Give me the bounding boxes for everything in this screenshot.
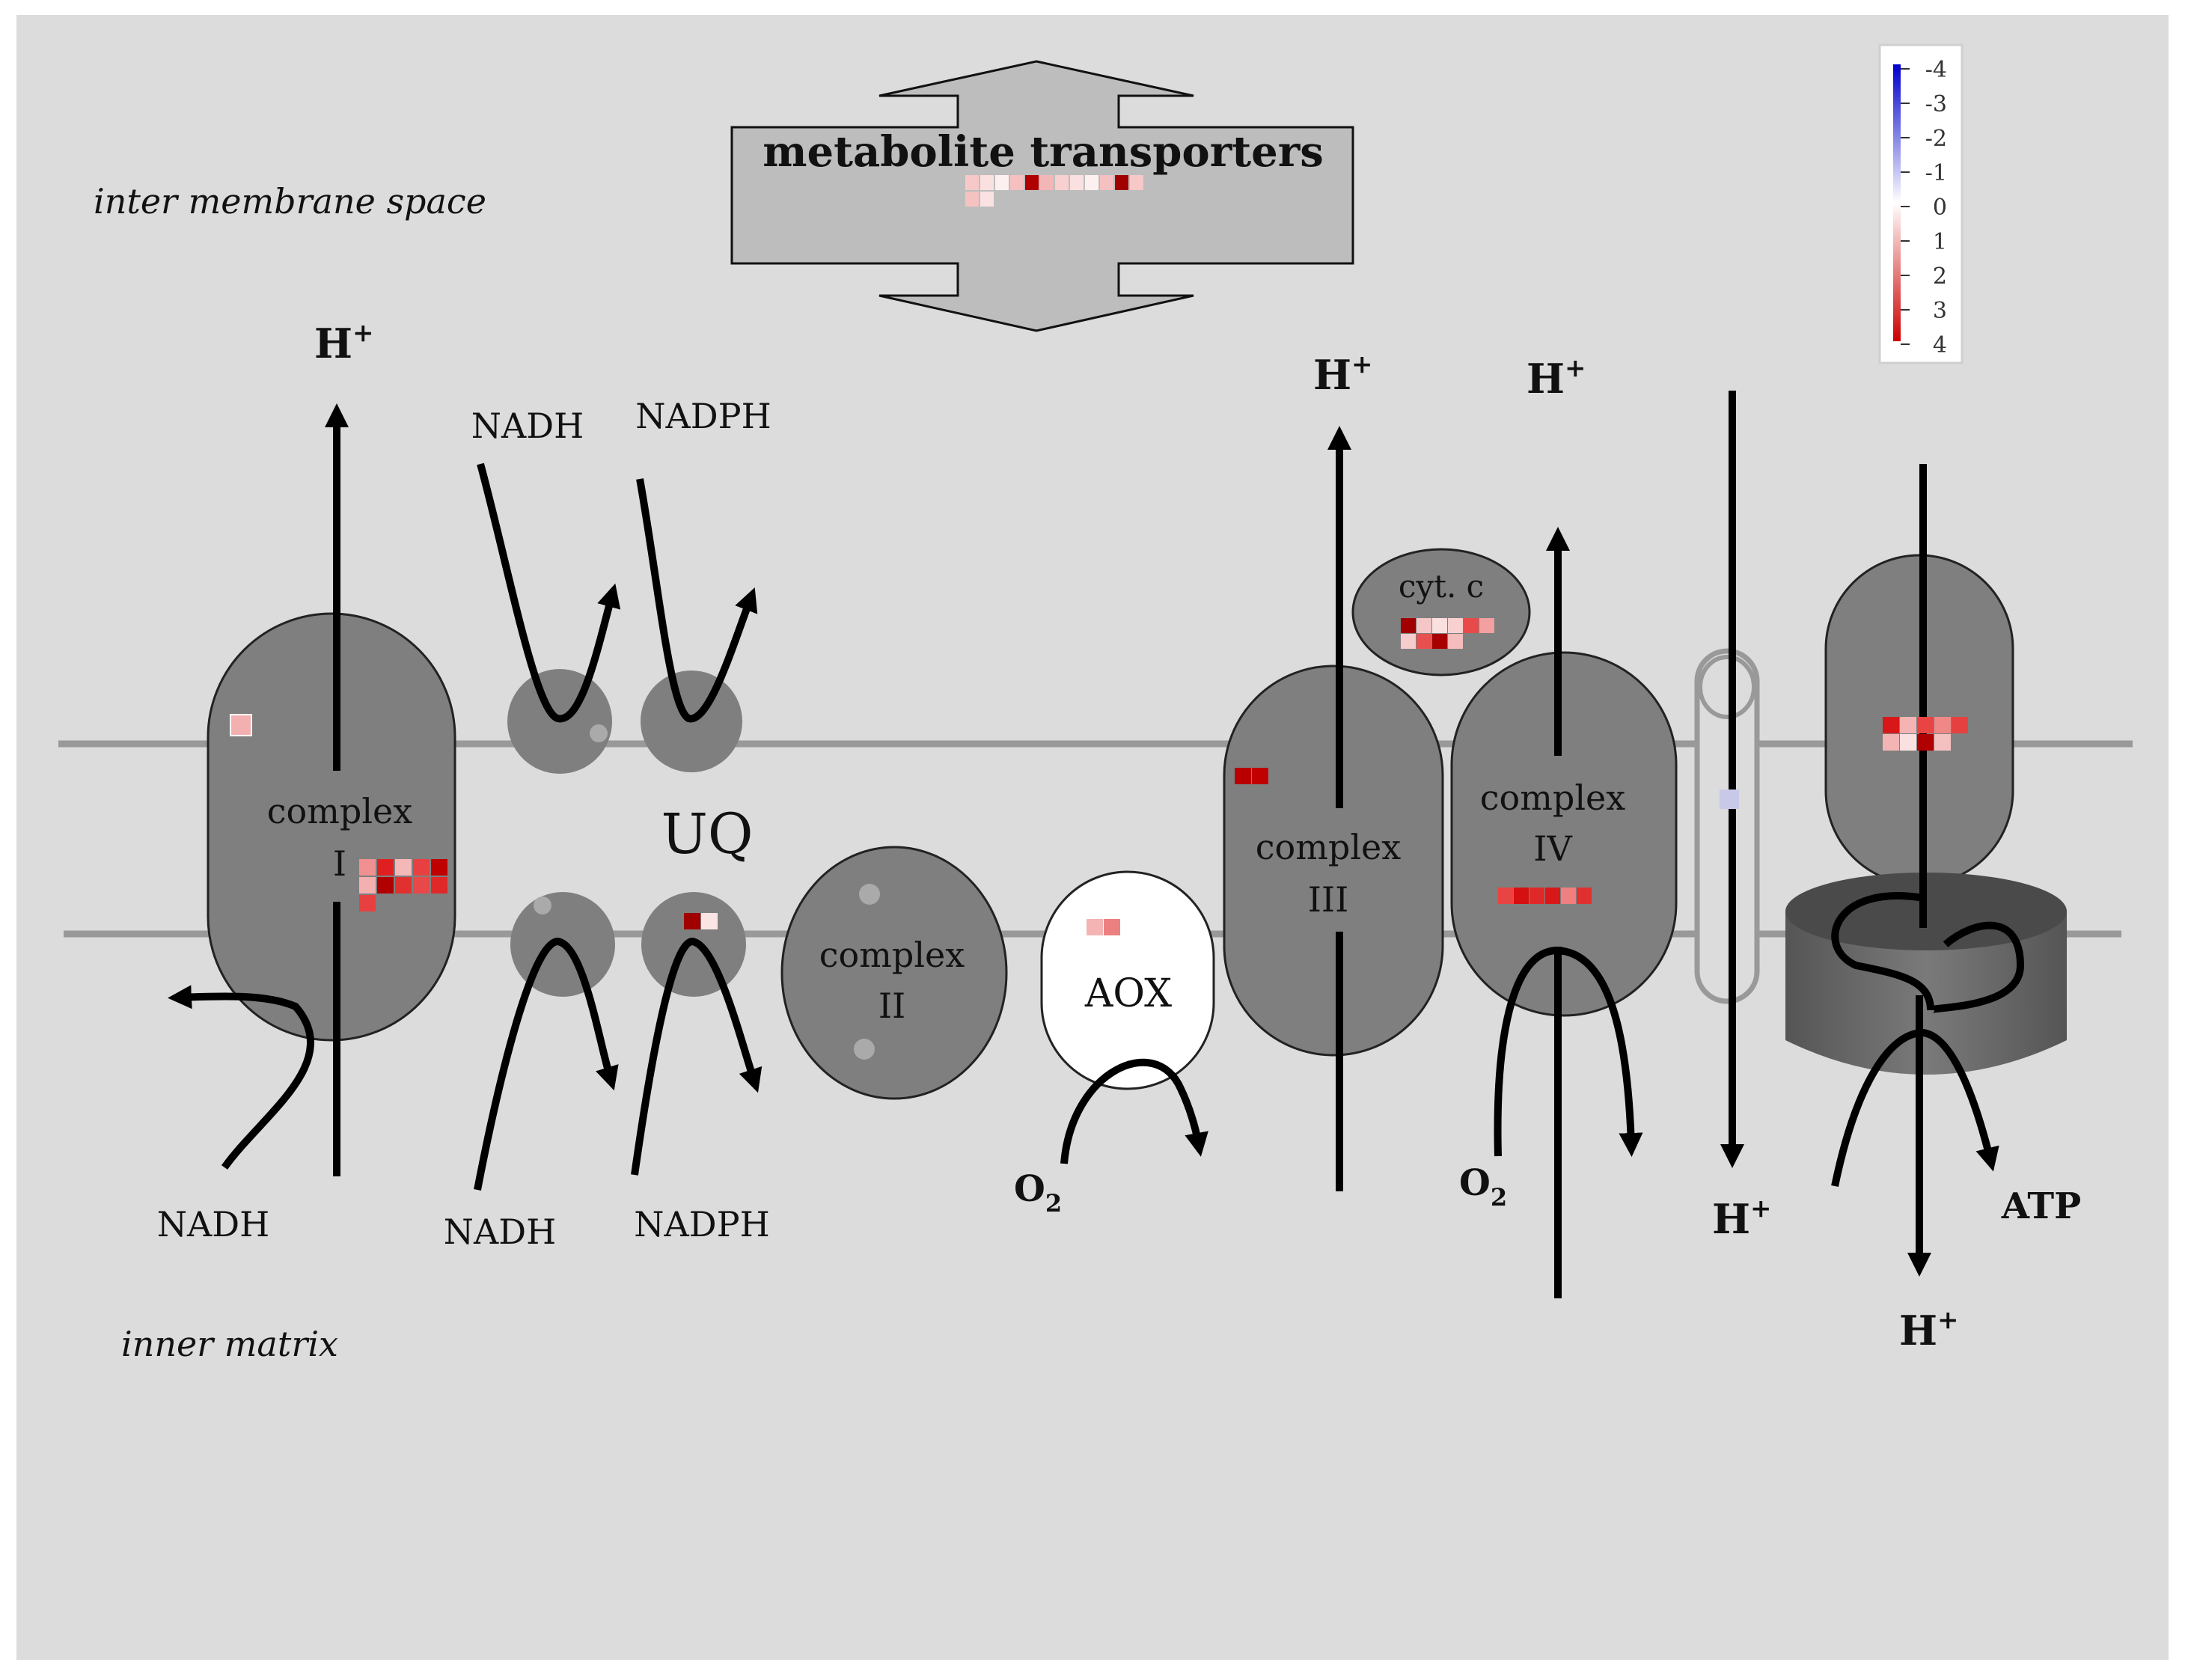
nadh-top-label: NADH: [471, 406, 584, 446]
nadph-top-label: NADPH: [635, 396, 771, 436]
proton-channel: [1694, 648, 1760, 1004]
heatmap-channel: [1720, 789, 1739, 809]
complex-ii-number: II: [878, 986, 905, 1026]
color-scale-legend: -4 -3 -2 -1 0 1 2 3 4: [1878, 43, 1964, 364]
uq-dot: [534, 896, 551, 914]
svg-text:H+: H+: [1313, 349, 1373, 399]
heatmap-complex-iv: [1498, 888, 1592, 904]
atp-label: ATP: [2001, 1185, 2081, 1227]
atp-synthase-atp-arrow: [1831, 1028, 1999, 1188]
intermembrane-space-label: inter membrane space: [94, 181, 486, 222]
transporter-double-arrow: [730, 60, 1354, 332]
proton-label-complex-iv: H+: [1527, 353, 1586, 403]
complex-iv-name: complex: [1480, 778, 1625, 818]
legend-tick-label: -3: [1925, 91, 1947, 117]
proton-channel-top: [1698, 655, 1756, 719]
legend-tick-label: 4: [1933, 332, 1947, 358]
aox-body: [1040, 870, 1215, 1090]
heatmap-transporters: [965, 175, 1143, 207]
uq-label: UQ: [661, 802, 753, 867]
cyt-c-body: [1351, 548, 1531, 676]
heatmap-complex-iii: [1235, 768, 1268, 784]
svg-text:H+: H+: [314, 318, 374, 367]
legend-tick-label: -1: [1925, 160, 1947, 186]
legend-tick-label: 0: [1933, 195, 1947, 221]
heatmap-atp-synthase: [1883, 717, 1968, 751]
legend-gradient-bar: [1893, 64, 1901, 341]
complex-iv-oxygen-arrow: [1494, 946, 1643, 1157]
legend-tick-label: -4: [1925, 57, 1947, 83]
heatmap-cyt-c: [1401, 618, 1494, 649]
nadh-bottom-left-label: NADH: [157, 1204, 269, 1244]
aox-label: AOX: [1084, 971, 1172, 1016]
complex-ii-body: [780, 846, 1008, 1100]
svg-text:O2: O2: [1014, 1168, 1062, 1218]
oxygen-label-aox: O2: [1014, 1168, 1062, 1218]
transporter-title: metabolite transporters: [763, 127, 1324, 177]
proton-label-complex-i: H+: [314, 318, 374, 367]
proton-label-channel: H+: [1712, 1194, 1772, 1243]
oxygen-label-complex-iv: O2: [1459, 1162, 1507, 1212]
svg-text:H+: H+: [1899, 1305, 1959, 1354]
external-nadph-arrow: [636, 478, 758, 723]
metabolite-transporters: metabolite transporters: [730, 60, 1354, 332]
internal-nadph-arrow: [631, 937, 763, 1176]
complex-iii-number: III: [1308, 879, 1349, 920]
complex-ii-name: complex: [819, 935, 965, 975]
legend-box: [1878, 43, 1964, 364]
legend-tick-label: 1: [1933, 229, 1947, 255]
complex-i-nadh-arrow: [168, 985, 314, 1170]
heatmap-complex-i: [230, 714, 447, 911]
cyt-c-label: cyt. c: [1399, 568, 1484, 605]
legend-tick-label: 3: [1933, 298, 1947, 324]
external-nadh-arrow: [477, 462, 621, 723]
flow-arrows: [168, 391, 2025, 1298]
inner-matrix-label: inner matrix: [121, 1324, 338, 1364]
complex-ii-dot: [854, 1039, 875, 1060]
complex-iv-number: IV: [1533, 828, 1572, 869]
complex-i-name: complex: [267, 791, 412, 831]
complex-i-body: [207, 612, 456, 1042]
internal-nadh-arrow: [474, 937, 619, 1191]
proton-label-atp-synthase: H+: [1899, 1305, 1959, 1354]
nadh-bottom-label: NADH: [444, 1212, 556, 1252]
complex-iv-body: [1450, 651, 1678, 1017]
complex-iii-body: [1223, 665, 1444, 1057]
atp-synthase-rotor-curve: [1831, 892, 2025, 1014]
nadph-bottom-label: NADPH: [634, 1204, 769, 1244]
svg-text:H+: H+: [1712, 1194, 1772, 1243]
complex-iii-name: complex: [1256, 827, 1401, 867]
complex-i-number: I: [333, 843, 346, 884]
legend-tick-label: -2: [1925, 126, 1947, 152]
svg-text:H+: H+: [1527, 353, 1586, 403]
heatmap-uq: [684, 913, 718, 929]
aox-oxygen-arrow: [1060, 1058, 1208, 1164]
heatmap-aox: [1087, 919, 1120, 935]
uq-dot: [590, 724, 608, 742]
svg-text:O2: O2: [1459, 1162, 1507, 1212]
complex-ii-dot: [859, 884, 880, 905]
proton-label-complex-iii: H+: [1313, 349, 1373, 399]
legend-tick-label: 2: [1933, 263, 1947, 290]
